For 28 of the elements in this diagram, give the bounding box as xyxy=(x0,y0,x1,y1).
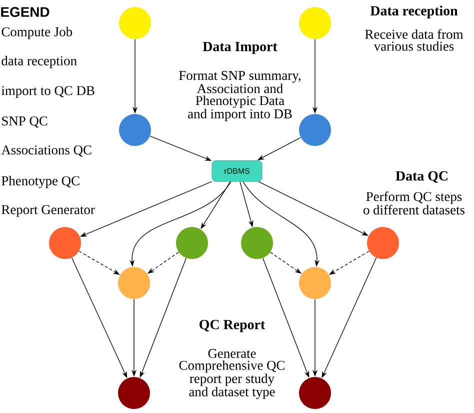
legend-text: data reception xyxy=(2,56,77,68)
legend-text: Compute Job xyxy=(2,26,72,40)
circle-node xyxy=(299,267,331,299)
circle-node xyxy=(241,227,273,259)
circle-node xyxy=(119,114,151,146)
description-text: Format SNP summary, Association and Phenotypic Data and import into DB xyxy=(179,70,301,122)
circle-node xyxy=(118,267,150,299)
description-text: Generate Comprehensive QC report per study and dataset type xyxy=(179,348,284,400)
section-heading: QC Report xyxy=(200,320,266,332)
description-text: Receive data from various studies xyxy=(365,29,464,51)
section-heading: Data QC xyxy=(396,171,448,183)
legend-text: Associations QC xyxy=(1,145,92,157)
circle-node xyxy=(49,227,81,259)
legend-text: Report Generator xyxy=(2,205,95,217)
section-heading: Data Import xyxy=(202,42,278,54)
legend-heading: EGEND xyxy=(1,7,50,17)
circle-node xyxy=(367,227,399,259)
legend-text: SNP QC xyxy=(2,116,48,128)
section-heading: Data reception xyxy=(370,6,458,18)
circle-node xyxy=(119,7,151,39)
circle-node xyxy=(176,227,208,259)
legend-text: import to QC DB xyxy=(1,86,94,98)
circle-node xyxy=(118,377,150,409)
legend-text: Phenotype QC xyxy=(2,176,80,188)
circle-node xyxy=(299,377,331,409)
circle-node xyxy=(299,114,331,146)
circle-node xyxy=(299,7,331,39)
description-text: Perform QC steps o different datasets xyxy=(364,192,465,214)
